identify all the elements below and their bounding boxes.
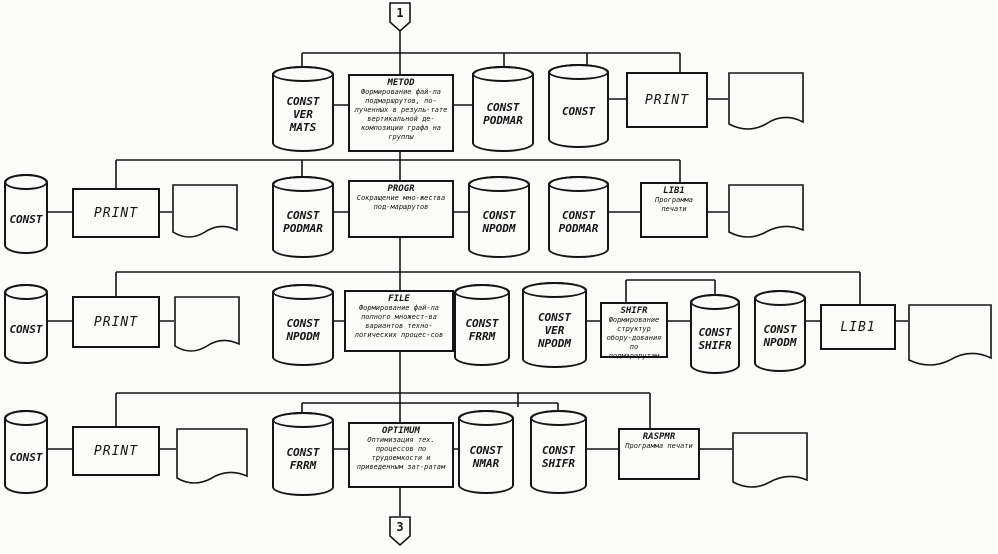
print-box: PRINT <box>72 296 160 348</box>
dataset-const-frrm: CONST FRRM <box>454 284 510 366</box>
document-output <box>908 304 992 366</box>
print-box: PRINT <box>626 72 708 128</box>
connector-top: 1 <box>389 2 411 33</box>
document-output <box>728 72 804 130</box>
dataset-const-ver-mats: CONST VER MATS <box>272 66 334 152</box>
dataset-const-podmar: CONST PODMAR <box>472 66 534 152</box>
process-raspmr: RASPMR Программа печати <box>618 428 700 480</box>
print-box: PRINT <box>72 426 160 476</box>
dataset-const-npodm: CONST NPODM <box>272 284 334 366</box>
print-box: PRINT <box>72 188 160 238</box>
dataset-const-shifr: CONST SHIFR <box>530 410 587 494</box>
dataset-const: CONST <box>4 284 48 364</box>
process-optimum: OPTIMUM Оптимизация тех. процессов по тр… <box>348 422 454 488</box>
document-output <box>176 428 248 484</box>
dataset-const-podmar: CONST PODMAR <box>272 176 334 258</box>
document-output <box>172 184 238 238</box>
process-shifr: SHIFR Формирование структур обору-довани… <box>600 302 668 360</box>
process-file: FILE Формирование фай-ла полного множест… <box>344 290 454 352</box>
dataset-const: CONST <box>4 410 48 494</box>
process-lib1: LIB1 Программа печати <box>640 182 708 238</box>
connector-top-label: 1 <box>396 6 404 20</box>
connector-bottom: 3 <box>389 516 411 547</box>
process-progr: PROGR Сокращение мно-жества под-маршруто… <box>348 180 454 238</box>
dataset-const-shifr: CONST SHIFR <box>690 294 740 374</box>
dataset-const-nmar: CONST NMAR <box>458 410 514 494</box>
document-output <box>732 432 808 488</box>
dataset-const-npodm: CONST NPODM <box>468 176 530 258</box>
document-output <box>174 296 240 352</box>
process-metod: METOD Формирование фай-ла подмаршрутов, … <box>348 74 454 152</box>
document-output <box>728 184 804 238</box>
connector-bottom-label: 3 <box>396 520 404 534</box>
dataset-const-frrm: CONST FRRM <box>272 412 334 496</box>
dataset-const-npodm: CONST NPODM <box>754 290 806 372</box>
dataset-const: CONST <box>4 174 48 254</box>
lib1-box: LIB1 <box>820 304 896 350</box>
dataset-const: CONST <box>548 64 609 148</box>
dataset-const-ver-npodm: CONST VER NPODM <box>522 282 587 368</box>
dataset-const-podmar: CONST PODMAR <box>548 176 609 258</box>
